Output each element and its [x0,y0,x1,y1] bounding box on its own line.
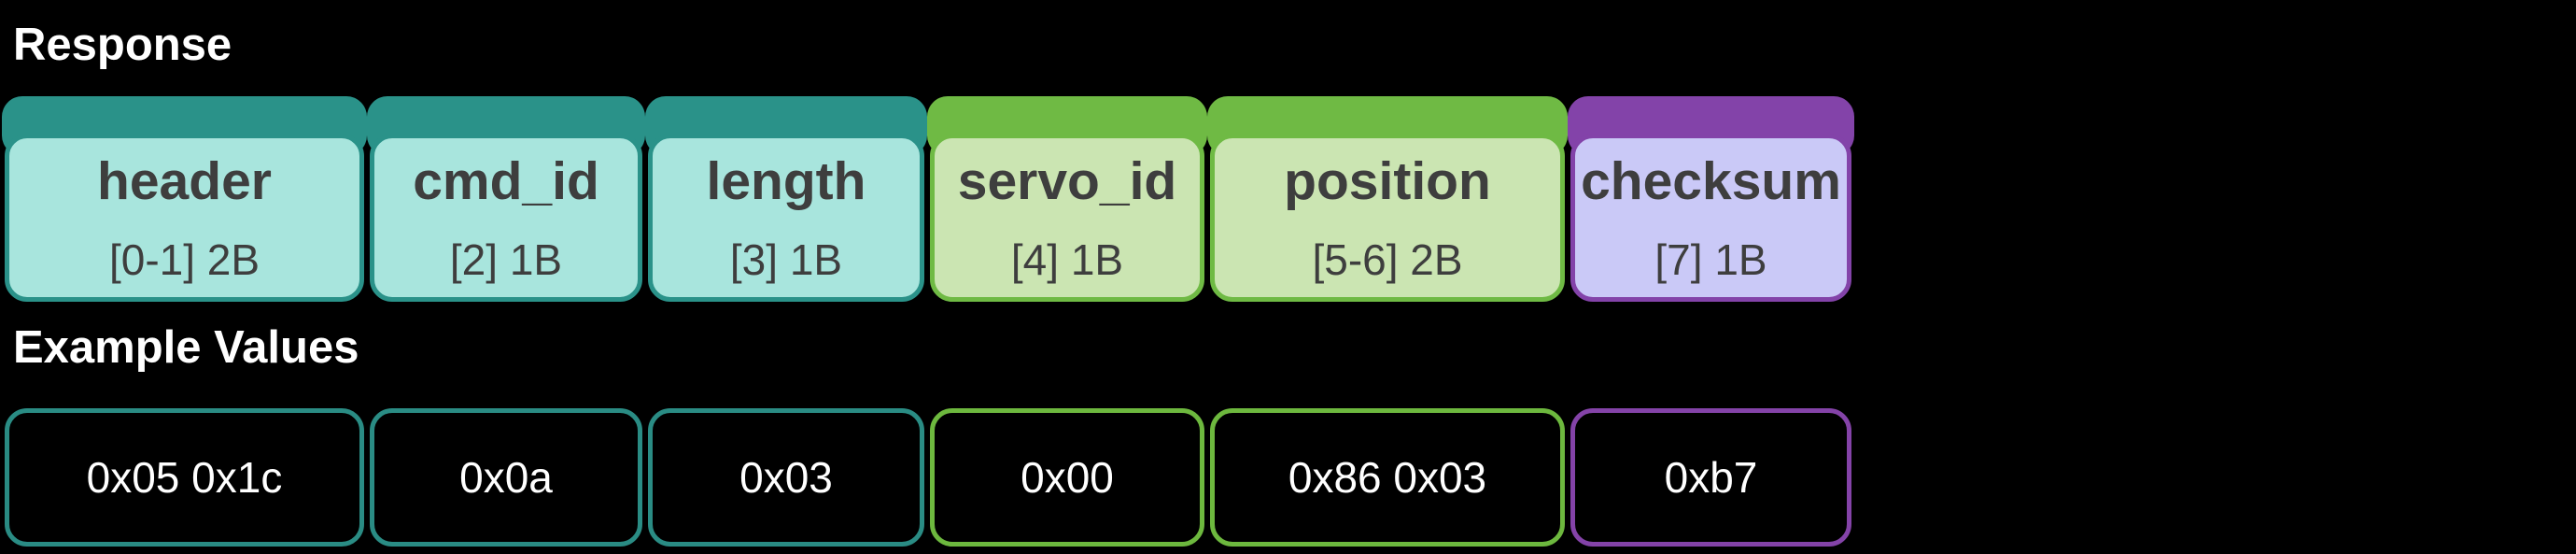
field-byte-range: [3] 1B [729,234,843,284]
field-box: servo_id [4] 1B [930,134,1204,302]
field-name: header [97,150,272,211]
example-value: 0x03 [739,453,833,502]
field-name: position [1284,150,1491,211]
field-name: servo_id [957,150,1177,211]
example-value-box-position: 0x86 0x03 [1210,408,1565,547]
example-value: 0x05 0x1c [86,453,283,502]
field-box: checksum [7] 1B [1570,134,1851,302]
example-value: 0x00 [1021,453,1114,502]
example-value-box-cmd_id: 0x0a [370,408,642,547]
field-byte-range: [0-1] 2B [108,234,260,284]
field-box: position [5-6] 2B [1210,134,1565,302]
field-name: cmd_id [413,150,599,211]
field-box: cmd_id [2] 1B [370,134,642,302]
packet-field-header: header [0-1] 2B [2,96,367,304]
example-value: 0x86 0x03 [1288,453,1487,502]
example-value-box-checksum: 0xb7 [1570,408,1851,547]
packet-field-cmd_id: cmd_id [2] 1B [367,96,645,304]
example-value-box-length: 0x03 [648,408,924,547]
example-values-row: 0x05 0x1c 0x0a 0x03 0x00 0x86 0x03 0xb7 [5,408,1851,547]
example-value: 0x0a [459,453,553,502]
example-value-box-servo_id: 0x00 [930,408,1204,547]
field-byte-range: [4] 1B [1010,234,1124,284]
field-box: length [3] 1B [648,134,924,302]
fields-row: header [0-1] 2B cmd_id [2] 1B length [3]… [2,96,1854,304]
packet-field-servo_id: servo_id [4] 1B [927,96,1207,304]
packet-field-checksum: checksum [7] 1B [1568,96,1854,304]
packet-field-length: length [3] 1B [645,96,927,304]
example-value: 0xb7 [1664,453,1758,502]
example-value-box-header: 0x05 0x1c [5,408,364,547]
field-name: checksum [1581,150,1841,211]
response-title: Response [13,20,232,70]
example-values-title: Example Values [13,322,359,373]
field-byte-range: [5-6] 2B [1312,234,1463,284]
field-name: length [706,150,866,211]
field-box: header [0-1] 2B [5,134,364,302]
field-byte-range: [7] 1B [1654,234,1767,284]
field-byte-range: [2] 1B [449,234,563,284]
packet-field-position: position [5-6] 2B [1207,96,1568,304]
